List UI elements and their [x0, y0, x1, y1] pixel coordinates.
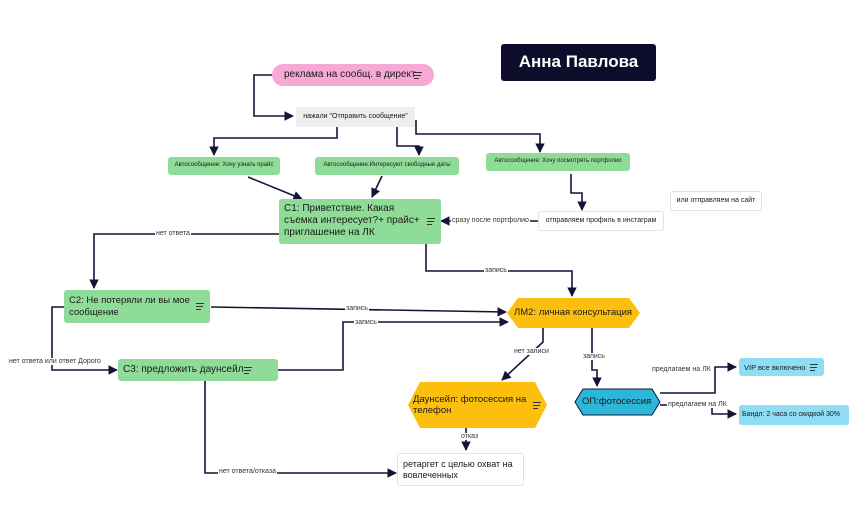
- node-auto-portfolio-label: Автосообщение: Хочу посмотреть портфолио: [494, 158, 622, 165]
- page-title: Анна Павлова: [501, 44, 656, 81]
- node-instagram-label: отправляем профиль в инстаграм: [545, 216, 657, 224]
- node-c2[interactable]: С2: Не потеряли ли вы мое сообщение: [64, 290, 210, 323]
- lm2-hexagon: [507, 298, 640, 328]
- edge-c2-c3: [51, 306, 118, 375]
- edge-label-booking-c1: запись: [484, 267, 508, 274]
- edge-lm2-op: [591, 328, 602, 387]
- menu-icon[interactable]: [427, 218, 435, 225]
- node-c3[interactable]: С3: предложить даунсейл: [118, 359, 278, 381]
- node-lm2-label: ЛМ2: личная консультация: [514, 307, 633, 319]
- node-site[interactable]: или отправляем на сайт: [670, 191, 762, 211]
- edge-op-vip: [660, 362, 737, 394]
- edge-c3-retarget: [204, 381, 397, 478]
- node-c1-label: С1: Приветствие. Какая съемка интересует…: [284, 203, 420, 238]
- edge-c1-c2: [89, 233, 279, 289]
- menu-icon[interactable]: [244, 367, 252, 374]
- edge-label-no-answer: нет ответа: [155, 230, 191, 237]
- page-title-text: Анна Павлова: [518, 52, 639, 72]
- edge-auto2-c1: [371, 175, 383, 198]
- edge-auto1-c1: [247, 176, 303, 201]
- menu-icon[interactable]: [414, 72, 422, 79]
- node-bundle[interactable]: Бандл: 2 часа со скидкой 30%: [739, 405, 849, 425]
- edge-label-offer-vip: предлагаем на ЛК: [651, 366, 712, 373]
- edge-label-booking-lm2: запись: [582, 353, 606, 360]
- node-c2-label: С2: Не потеряли ли вы мое сообщение: [69, 295, 190, 318]
- node-retarget-label: ретаргет с целью охват на вовлеченных: [403, 458, 513, 480]
- node-pressed-label: нажали "Отправить сообщение": [303, 112, 408, 120]
- node-instagram[interactable]: отправляем профиль в инстаграм: [538, 211, 664, 231]
- menu-icon[interactable]: [533, 402, 541, 409]
- edge-label-no-booking: нет записи: [513, 348, 550, 355]
- edge-label-offer-bundle: предлагаем на ЛК: [667, 401, 728, 408]
- node-ad-label: реклама на сообщ. в директ: [284, 69, 416, 80]
- node-auto-portfolio[interactable]: Автосообщение: Хочу посмотреть портфолио: [486, 153, 630, 171]
- node-ad[interactable]: реклама на сообщ. в директ: [272, 64, 434, 86]
- node-auto-dates[interactable]: Автосообщение:Интересуют свободные даты: [315, 157, 459, 175]
- edge-pressed-auto3: [415, 120, 545, 153]
- node-op[interactable]: ОП:фотосессия: [582, 393, 658, 411]
- menu-icon[interactable]: [196, 303, 204, 310]
- menu-icon[interactable]: [810, 364, 818, 371]
- edge-ad-pressed: [253, 74, 294, 121]
- edge-pressed-auto1: [209, 127, 338, 156]
- edge-c3-lm2: [278, 317, 509, 371]
- edge-auto3-insta: [570, 174, 587, 211]
- edge-label-booking-c3: запись: [354, 319, 378, 326]
- node-bundle-label: Бандл: 2 часа со скидкой 30%: [742, 410, 840, 418]
- node-site-label: или отправляем на сайт: [676, 196, 756, 204]
- node-retarget[interactable]: ретаргет с целью охват на вовлеченных: [397, 453, 524, 486]
- node-c1[interactable]: С1: Приветствие. Какая съемка интересует…: [279, 199, 441, 244]
- edge-pressed-auto2: [396, 127, 424, 156]
- edge-lm2-down: [501, 325, 544, 381]
- downsale-hexagon: [408, 382, 547, 428]
- edge-label-after-portfolio: сразу после портфолио: [451, 217, 530, 224]
- edge-label-refusal: отказ: [460, 433, 480, 440]
- node-vip[interactable]: VIP все включено: [739, 358, 824, 376]
- node-downsale-label: Даунсейл: фотосессия на телефон: [413, 393, 527, 416]
- edge-label-no-answer-refusal: нет ответа/отказа: [218, 468, 277, 475]
- node-auto-price-label: Автосообщение: Хочу узнать прайс: [174, 162, 274, 169]
- op-hexagon: [574, 388, 661, 416]
- node-lm2[interactable]: ЛМ2: личная консультация: [514, 303, 636, 323]
- node-auto-price[interactable]: Автосообщение: Хочу узнать прайс: [168, 157, 280, 175]
- node-op-label: ОП:фотосессия: [582, 396, 652, 408]
- edge-label-no-answer-expensive: нет ответа или ответ Дорого: [8, 358, 102, 365]
- node-c3-label: С3: предложить даунсейл: [123, 364, 244, 375]
- edge-label-booking-c2: запись: [345, 305, 369, 312]
- node-vip-label: VIP все включено: [744, 362, 806, 372]
- node-pressed[interactable]: нажали "Отправить сообщение": [296, 107, 415, 127]
- node-downsale[interactable]: Даунсейл: фотосессия на телефон: [413, 390, 541, 420]
- node-auto-dates-label: Автосообщение:Интересуют свободные даты: [323, 162, 451, 169]
